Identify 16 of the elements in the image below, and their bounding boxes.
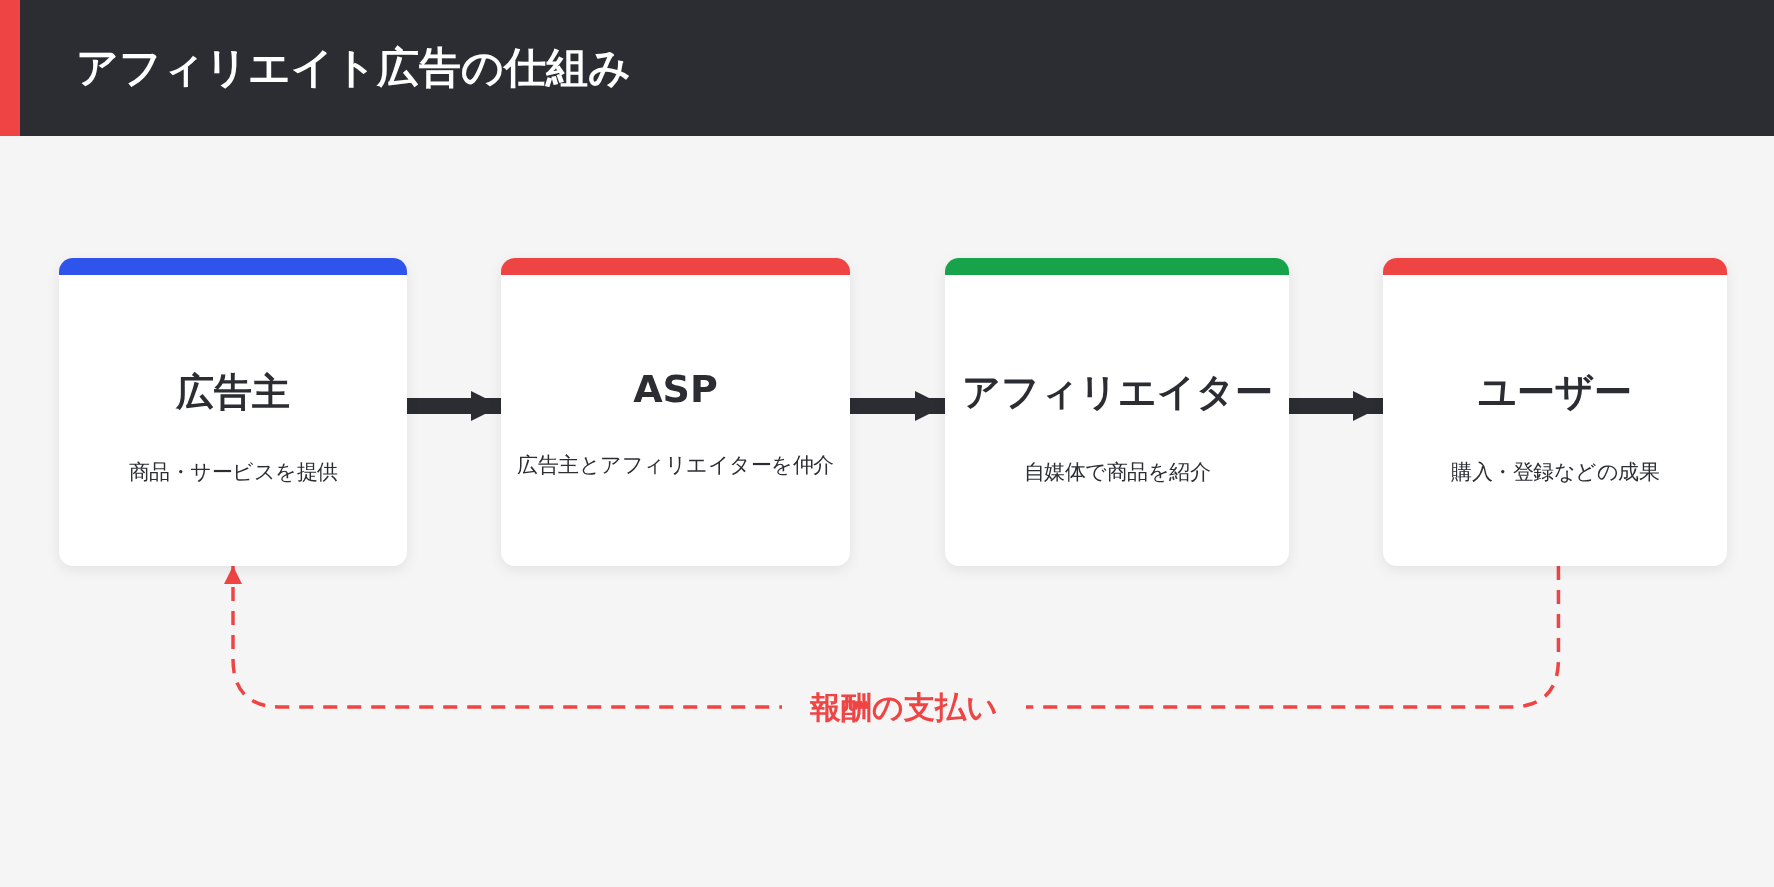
card-description: 商品・サービスを提供 [128,459,338,486]
card-heading: 広告主 [176,369,290,416]
card [945,258,1289,566]
card-heading: ユーザー [1478,369,1632,416]
card-heading: アフィリエイター [961,369,1273,416]
card-description: 広告主とアフィリエイターを仲介 [517,452,834,479]
card-description: 自媒体で商品を紹介 [1023,459,1211,486]
arrow [1289,391,1383,421]
card [59,258,407,566]
arrow [850,391,945,421]
card-heading: ASP [633,367,718,411]
card-description: 購入・登録などの成果 [1451,459,1659,486]
card [1383,258,1727,566]
title: アフィリエイト広告の仕組み [76,42,631,94]
card [501,258,850,566]
arrow [407,391,501,421]
